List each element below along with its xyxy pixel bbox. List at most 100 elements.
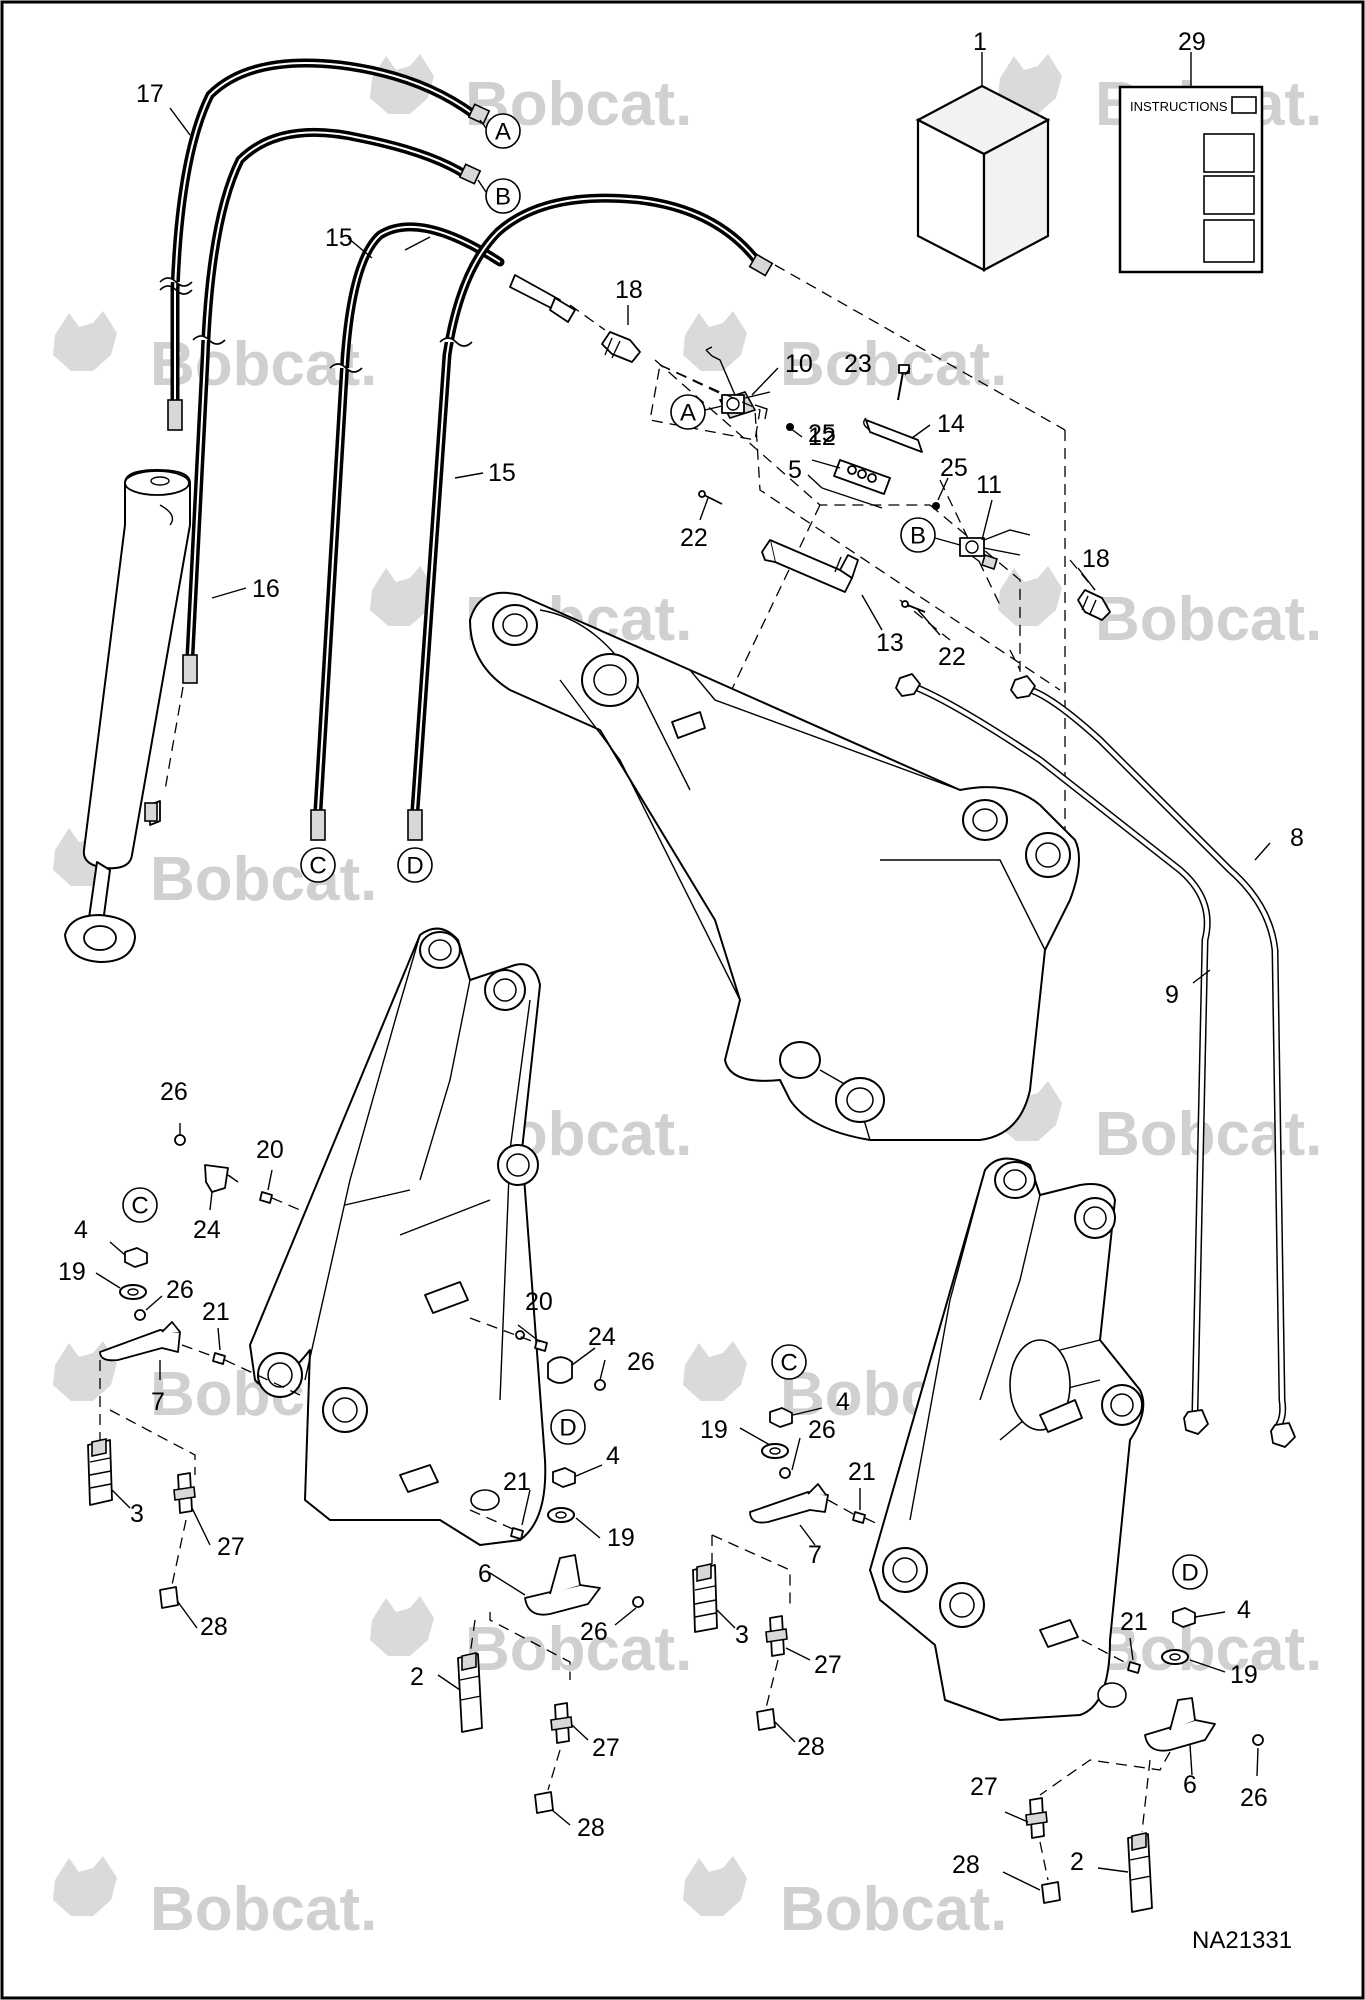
part-number: 25 [940,454,968,482]
boom-cylinder [64,469,191,963]
part-number: 11 [976,471,1002,499]
part-number: 28 [200,1613,228,1641]
valve-11 [959,529,1031,571]
part-number: 26 [580,1618,608,1646]
svg-text:B: B [495,184,511,211]
part-number: 3 [735,1621,749,1649]
fitting-18-right [1077,589,1111,621]
screw-22-left [698,490,723,505]
part-number: 25 [808,420,836,448]
part-number: 17 [136,80,164,108]
part-number: 21 [202,1298,230,1326]
instructions-title: INSTRUCTIONS [1130,99,1228,114]
part-number: 28 [952,1851,980,1879]
part-number: 26 [1240,1784,1268,1812]
svg-text:A: A [680,400,696,427]
clamp-14 [863,417,923,453]
svg-text:C: C [309,853,326,880]
watermark: Bobcat. [683,1856,1007,1944]
part-number: 4 [74,1216,88,1244]
steel-tube-9 [895,673,1211,1435]
svg-text:D: D [1181,1560,1198,1587]
part-number: 6 [478,1560,492,1588]
bobcat-head-icon [53,311,117,371]
clamp-12 [833,459,891,495]
part-number: 26 [166,1276,194,1304]
kit-box [915,52,1051,272]
svg-text:D: D [559,1415,576,1442]
part-number: 23 [844,350,872,378]
part-number: 4 [836,1388,850,1416]
callout-circle-a-hose: A [485,113,521,149]
part-number: 19 [58,1258,86,1286]
part-number: 13 [876,629,904,657]
svg-text:C: C [780,1350,797,1377]
bobcat-head-icon [998,54,1062,114]
svg-text:Bobcat.: Bobcat. [1095,585,1322,654]
bobcat-head-icon [53,1856,117,1916]
part-number: 1 [973,28,987,56]
instructions-sheet: INSTRUCTIONS [1118,52,1264,274]
part-number: 24 [193,1216,221,1244]
part-number: 27 [217,1533,245,1561]
part-number: 4 [1237,1596,1251,1624]
bobcat-head-icon [998,566,1062,626]
bobcat-head-icon [370,1596,434,1656]
callout-circle-d-right: D [1172,1554,1208,1590]
steel-tube-8 [1010,675,1296,1448]
callout-circle-b-valve: B [900,517,936,553]
right-fittings [1025,1607,1264,1913]
part-number: 18 [615,276,643,304]
part-number: 26 [160,1078,188,1106]
part-number: 16 [252,575,280,603]
callout-circle-c-hose: C [300,847,336,883]
part-number: 22 [680,524,708,552]
left-lift-arm [249,927,547,1546]
part-number: 29 [1178,28,1206,56]
bobcat-head-icon [683,1341,747,1401]
screw-22-right [901,600,926,613]
part-number: 5 [788,456,802,484]
watermark: Bobcat. [370,1596,692,1684]
left-fittings [87,1134,301,1609]
part-number-labels: 1 29 17 15 15 16 18 10 23 25 14 25 12 12… [58,28,1304,1879]
part-number: 26 [808,1416,836,1444]
callout-circle-c-right: C [771,1344,807,1380]
part-number: 12 [808,423,836,451]
watermark: Bobcat. [53,1856,377,1944]
plate-5 [821,487,883,509]
figure-id: NA21331 [1192,1927,1292,1954]
part-number: 19 [1230,1661,1258,1689]
part-number: 8 [1290,824,1304,852]
box-side [982,118,1050,272]
svg-text:C: C [131,1193,148,1220]
part-number: 2 [410,1663,424,1691]
part-number: 20 [256,1136,284,1164]
svg-text:B: B [910,523,926,550]
part-number: 27 [592,1734,620,1762]
hoses [159,58,774,841]
part-number: 15 [325,224,353,252]
watermark: Bobcat. [683,311,1007,399]
bobcat-head-icon [370,566,434,626]
callout-circle-a-valve: A [670,394,706,430]
part-number: 24 [588,1323,616,1351]
part-number: 22 [938,643,966,671]
part-number: 28 [577,1814,605,1842]
valve-10 [705,346,771,420]
part-number: 28 [797,1733,825,1761]
callout-circle-c-left: C [122,1187,158,1223]
part-number: 4 [606,1442,620,1470]
svg-text:Bobcat.: Bobcat. [780,1875,1007,1944]
part-number: 21 [848,1458,876,1486]
watermark: Bobcat. [998,566,1322,654]
part-number: 6 [1183,1771,1197,1799]
right-lift-arm [869,1157,1145,1721]
part-number: 3 [130,1500,144,1528]
part-number: 18 [1082,545,1110,573]
part-number: 14 [937,410,965,438]
part-number: 19 [700,1416,728,1444]
part-number: 20 [525,1288,553,1316]
